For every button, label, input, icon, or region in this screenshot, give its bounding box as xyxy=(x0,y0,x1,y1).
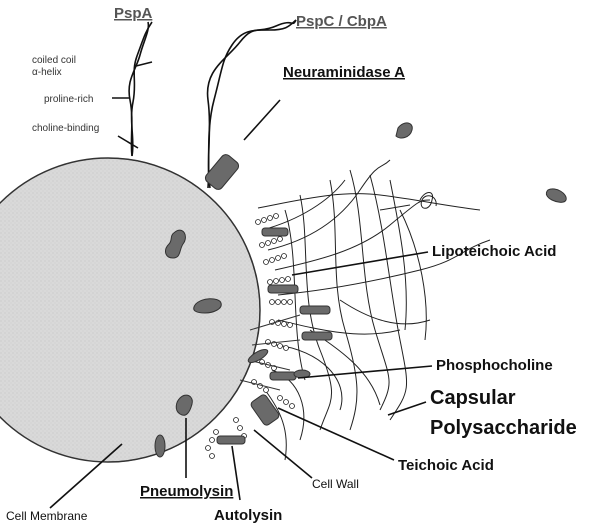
label-pspc: PspC / CbpA xyxy=(296,13,387,30)
label-capsular: Capsular xyxy=(430,387,516,409)
membrane-protein xyxy=(155,435,165,457)
label-neuraminidase: Neuraminidase A xyxy=(283,64,405,81)
label-autolysin: Autolysin xyxy=(214,507,282,524)
label-cell-membrane: Cell Membrane xyxy=(6,509,88,523)
label-lipoteichoic-acid: Lipoteichoic Acid xyxy=(432,243,556,260)
label-coiled-coil: coiled coil xyxy=(32,55,76,66)
label-cell-wall: Cell Wall xyxy=(312,477,359,491)
label-pneumolysin: Pneumolysin xyxy=(140,483,233,500)
label-polysaccharide: Polysaccharide xyxy=(430,417,577,439)
label-alpha-helix: α-helix xyxy=(32,67,62,78)
label-phosphocholine: Phosphocholine xyxy=(436,357,553,374)
label-proline-rich: proline-rich xyxy=(44,94,93,105)
label-teichoic-acid: Teichoic Acid xyxy=(398,457,494,474)
pneumolysin-protein xyxy=(250,393,281,426)
free-proteins xyxy=(396,123,566,202)
autolysin-protein xyxy=(217,436,245,444)
bacterial-cell xyxy=(0,158,260,462)
label-pspa: PspA xyxy=(114,5,153,22)
label-choline-binding: choline-binding xyxy=(32,123,99,134)
surface-protein-fibers xyxy=(129,20,296,188)
